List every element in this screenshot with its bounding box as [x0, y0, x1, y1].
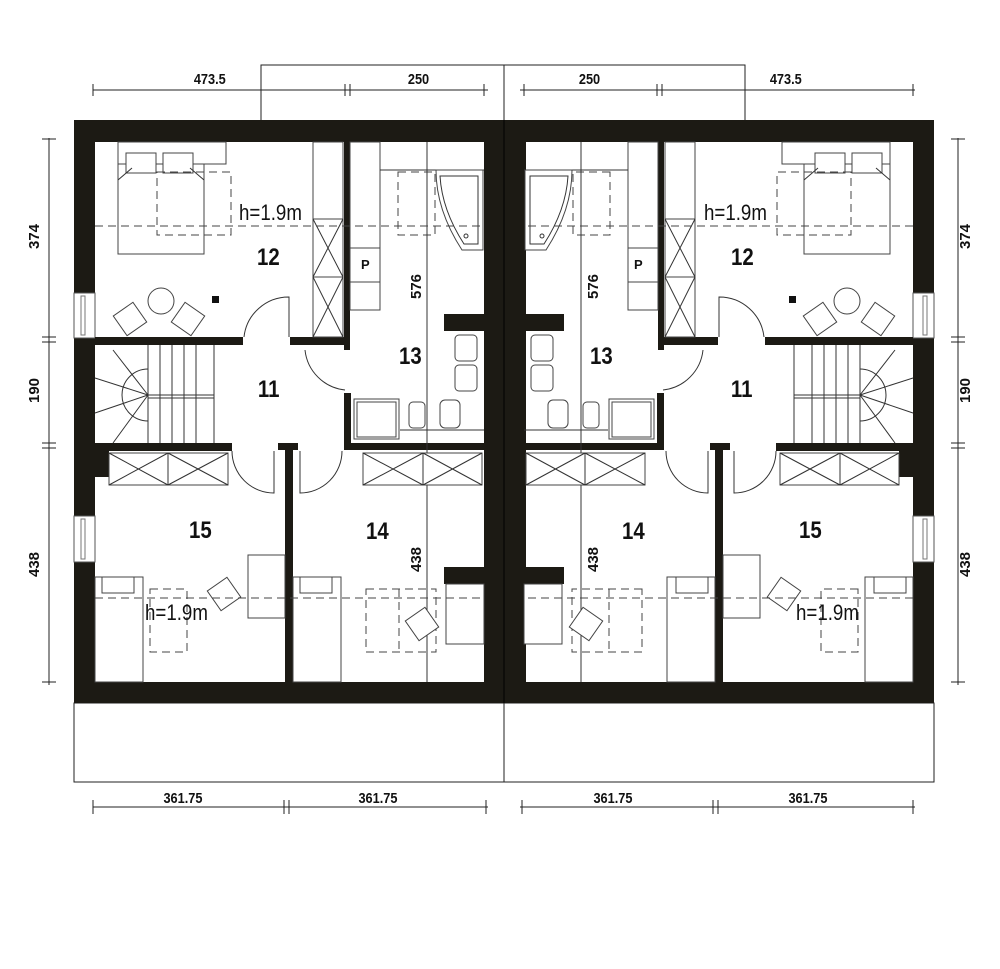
- left-room-11: 11: [257, 376, 280, 403]
- right-dim-438: 438: [585, 546, 603, 573]
- left-room-14: 14: [366, 518, 389, 545]
- side-dimension-lines: [42, 138, 965, 685]
- right-room-12: 12: [731, 244, 754, 271]
- left-dim-438: 438: [408, 546, 426, 573]
- right-unit: [523, 141, 914, 683]
- right-room-14: 14: [622, 518, 645, 545]
- exterior-walls: [73, 120, 935, 703]
- dim-bottom-1: 361.75: [163, 790, 203, 807]
- right-pantry-label: P: [634, 257, 643, 272]
- dim-bottom-3: 361.75: [593, 790, 633, 807]
- left-ceiling-height-note-1: h=1.9m: [239, 200, 302, 225]
- dim-left-2: 190: [26, 377, 44, 404]
- right-dim-576: 576: [585, 273, 603, 300]
- dim-top-2: 250: [407, 71, 430, 88]
- dim-left-3: 438: [26, 551, 44, 578]
- dim-right-3: 438: [957, 551, 975, 578]
- left-room-15: 15: [189, 517, 212, 544]
- right-ceiling-height-note-2: h=1.9m: [796, 600, 859, 625]
- left-pantry-label: P: [361, 257, 370, 272]
- dim-top-1: 473.5: [193, 71, 226, 88]
- dim-left-1: 374: [26, 223, 44, 250]
- staircase: [94, 345, 215, 444]
- right-room-11: 11: [730, 376, 753, 403]
- right-room-13: 13: [590, 343, 613, 370]
- right-ceiling-height-note-1: h=1.9m: [704, 200, 767, 225]
- left-dim-576: 576: [408, 273, 426, 300]
- right-room-15: 15: [799, 517, 822, 544]
- left-room-13: 13: [399, 343, 422, 370]
- dim-right-1: 374: [957, 223, 975, 250]
- dim-bottom-4: 361.75: [788, 790, 828, 807]
- dim-top-3: 250: [578, 71, 601, 88]
- dim-top-4: 473.5: [769, 71, 802, 88]
- dim-right-2: 190: [957, 377, 975, 404]
- left-room-12: 12: [257, 244, 280, 271]
- left-ceiling-height-note-2: h=1.9m: [145, 600, 208, 625]
- top-dimension-lines: [92, 64, 915, 120]
- left-unit: [94, 141, 485, 683]
- dim-bottom-2: 361.75: [358, 790, 398, 807]
